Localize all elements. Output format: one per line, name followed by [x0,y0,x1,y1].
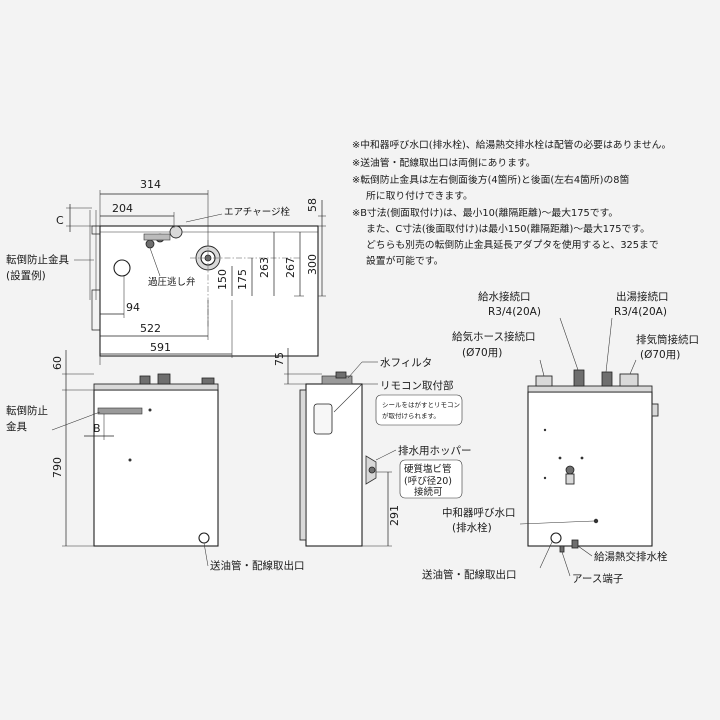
rear-view-body [527,391,653,547]
dim-b: B [93,422,101,435]
note-line-7: どちらも別売の転倒防止金具延長アダプタを使用すると、325まで [366,238,659,251]
top-anchor-sublabel: (設置例) [6,269,46,282]
rear-view: 給水接続口 R3/4(20A) 出湯接続口 R3/4(20A) 給気ホース接続口… [422,290,699,585]
ground-terminal-label: アース端子 [572,572,623,585]
dim-75: 75 [273,352,286,366]
hot-outlet-label: 出湯接続口 [616,290,669,303]
air-charge-valve [169,225,183,239]
pvc-note-box [399,459,463,499]
note-line-8: 設置が可能です。 [366,254,443,267]
dim-790: 790 [51,457,64,478]
note-line-1: ※中和器呼び水口(排水栓)、給湯熱交排水栓は配管の必要はありません。 [352,138,671,151]
rear-oil-outlet-label: 送油管・配線取出口 [422,568,517,581]
air-hose-port [535,375,553,387]
exhaust-size: (Ø70用) [640,349,680,361]
dim-314: 314 [140,178,161,191]
hx-drain-label: 給湯熱交排水栓 [594,550,668,563]
pvc-note-line-2: (呼び径20) [404,475,452,487]
front-view: 60 790 B 転倒防止 金具 送油管・配線取出口 [6,350,305,572]
top-round-port [113,259,131,277]
pvc-note-line-3: 接続可 [414,486,443,498]
dim-522: 522 [140,322,161,335]
note-line-5: ※B寸法(側面取付け)は、最小10(離隔距離)～最大175です。 [352,206,618,219]
pvc-note-line-1: 硬質塩ビ管 [404,463,452,475]
exhaust-label: 排気筒接続口 [636,333,699,346]
dim-58: 58 [306,198,319,212]
air-charge-label: エアチャージ栓 [224,206,291,218]
hot-water-port [601,371,613,387]
air-hose-label: 給気ホース接続口 [452,330,535,343]
top-view-body [99,225,319,357]
side-view: 75 291 水フィルタ リモコン取付部 シールをはがすとリモコン が取付けられ… [273,348,472,547]
neutralizer-label: 中和器呼び水口 [442,506,516,519]
remote-mount-label: リモコン取付部 [380,379,454,392]
water-supply-label: 給水接続口 [478,290,531,303]
dim-c: C [56,214,64,227]
dim-263: 263 [258,257,271,278]
dim-291: 291 [388,505,401,526]
water-supply-size: R3/4(20A) [488,306,541,318]
dim-150: 150 [216,269,229,290]
front-anchor-label: 転倒防止 [6,404,48,417]
front-anchor-sublabel: 金具 [6,420,27,433]
dim-591: 591 [150,341,171,354]
relief-valve-label: 過圧逃し弁 [148,276,196,288]
note-line-2: ※送油管・配線取出口は両側にあります。 [352,156,536,169]
top-view: 314 204 C 58 300 267 263 175 150 94 522 [6,178,326,365]
front-oil-outlet [198,532,210,544]
hot-outlet-size: R3/4(20A) [614,306,667,318]
seal-note-box [375,394,463,426]
front-anchor-bracket [97,407,143,415]
note-line-3: ※転倒防止金具は左右側面後方(4箇所)と後面(左右4箇所)の8箇 [352,173,630,186]
note-line-6: また、C寸法(後面取付け)は最小150(離隔距離)～最大175です。 [366,222,650,235]
front-top-fitting-2 [157,373,171,385]
drain-hopper-label: 排水用ホッパー [398,444,472,457]
seal-note-line-2: が取付けられます。 [382,411,440,420]
hx-drain-valve [571,539,579,549]
water-filter-label: 水フィルタ [380,357,432,369]
top-anchor-label: 転倒防止金具 [6,253,69,266]
dim-204: 204 [112,202,133,215]
dim-60: 60 [51,356,64,370]
neutralizer-drain [593,518,599,524]
dim-175: 175 [236,269,249,290]
remote-mount-part [313,403,333,435]
dim-94: 94 [126,301,140,314]
front-oil-outlet-label: 送油管・配線取出口 [210,559,305,572]
dim-300: 300 [306,254,319,275]
front-top-fitting-3 [201,377,215,385]
spec-notes: ※中和器呼び水口(排水栓)、給湯熱交排水栓は配管の必要はありません。 ※送油管・… [352,138,671,267]
dim-267: 267 [284,257,297,278]
rear-oil-outlet [550,532,562,544]
front-view-body [93,389,219,547]
ground-terminal [559,545,565,553]
front-top-fitting-1 [139,375,151,385]
seal-note-line-1: シールをはがすとリモコン [382,400,460,409]
air-hose-size: (Ø70用) [462,347,502,359]
neutralizer-sublabel: (排水栓) [452,521,492,534]
water-supply-port [573,369,585,387]
note-line-4: 所に取り付けできます。 [366,190,473,202]
exhaust-port [619,373,639,387]
